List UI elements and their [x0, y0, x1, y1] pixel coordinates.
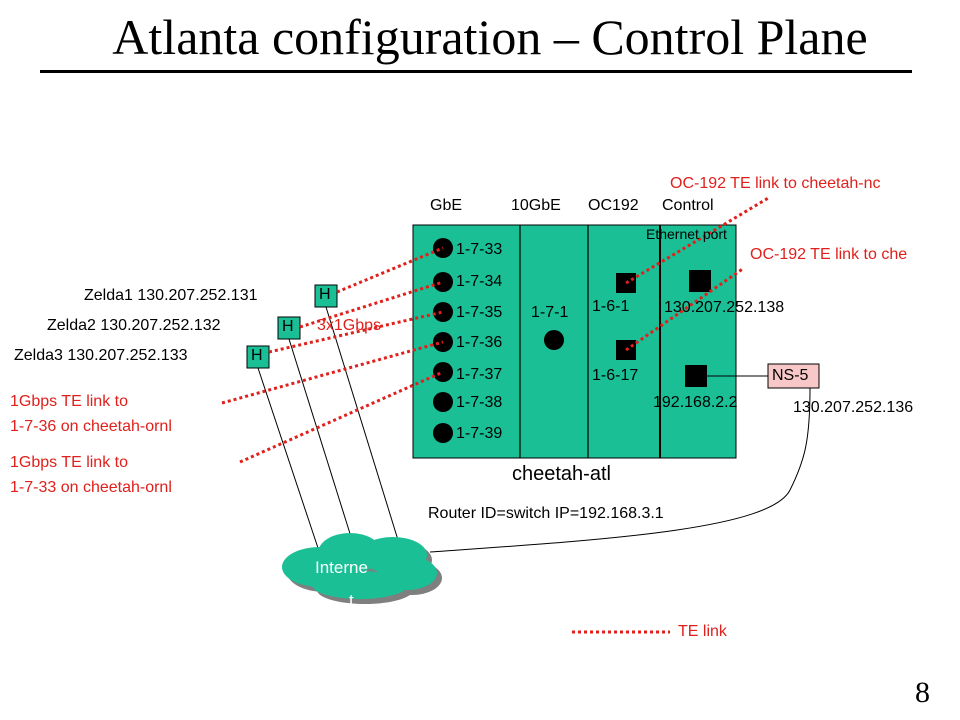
host-internet-line [325, 306, 399, 541]
annotation-te-1736-line2: 1-7-36 on cheetah-ornl [10, 418, 172, 435]
switch-chassis [412, 224, 737, 459]
ns5-box [767, 363, 820, 389]
host-tag: H [282, 318, 294, 335]
switch-body [412, 224, 737, 459]
host-tag: H [251, 347, 263, 364]
te-link [239, 370, 444, 464]
gbe-port-label: 1-7-39 [456, 425, 503, 442]
column-header-10gbe: 10GbE [511, 197, 561, 214]
control-ip-label: 192.168.2.2 [653, 394, 738, 411]
router-id-label: Router ID=switch IP=192.168.3.1 [428, 505, 664, 522]
gbe-port-label: 1-7-38 [456, 394, 503, 411]
host-tag: H [319, 286, 331, 303]
control-ip-label: 130.207.252.138 [664, 299, 785, 316]
annotation-te-1736-line1: 1Gbps TE link to [10, 393, 128, 410]
gbe-port-circle [433, 423, 453, 443]
gbe-port-label: 1-7-33 [456, 241, 503, 258]
control-port-square [689, 270, 711, 292]
internet-label-line1: Interne [315, 558, 368, 577]
column-header-gbe: GbE [430, 197, 463, 214]
host-label: Zelda2 130.207.252.132 [47, 317, 221, 334]
column-header-oc192: OC192 [588, 197, 639, 214]
te-link [299, 280, 444, 329]
te-link [625, 195, 771, 285]
gbe-port-label: 1-7-37 [456, 366, 503, 383]
ns5-ip: 130.207.252.136 [793, 399, 914, 416]
gbe-port-circle [433, 272, 453, 292]
gbe-port-label: 1-7-36 [456, 334, 503, 351]
tengbe-port-circle [544, 330, 564, 350]
annotation-te-1733-line1: 1Gbps TE link to [10, 454, 128, 471]
page-title: Atlanta configuration – Control Plane [112, 9, 868, 65]
column-header-control: Control [662, 197, 714, 214]
title-underline [40, 70, 912, 73]
gbe-port-circle [433, 392, 453, 412]
control-port-square [685, 365, 707, 387]
legend-te-link-label: TE link [678, 623, 727, 640]
oc192-port-label: 1-6-17 [592, 367, 639, 384]
ns5-label: NS-5 [772, 367, 809, 384]
gbe-port-label: 1-7-35 [456, 304, 503, 321]
annotation-te-1733-line2: 1-7-33 on cheetah-ornl [10, 479, 172, 496]
switch-name: cheetah-atl [512, 463, 611, 485]
te-link [336, 246, 444, 294]
annotation-oc192-che: OC-192 TE link to che [750, 246, 908, 263]
page-number: 8 [915, 676, 930, 709]
host-internet-line [257, 367, 319, 549]
internet-cloud: Interne t [282, 533, 442, 610]
gbe-port-circle [433, 302, 453, 322]
te-links [221, 195, 771, 634]
host-label: Zelda3 130.207.252.133 [14, 347, 188, 364]
oc192-port-label: 1-6-1 [592, 298, 630, 315]
annotation-oc192-nc: OC-192 TE link to cheetah-nc [670, 175, 881, 192]
host-label: Zelda1 130.207.252.131 [84, 287, 258, 304]
host-internet-line [288, 338, 353, 541]
te-link [221, 340, 444, 405]
ethernet-port-label: Ethernet port [646, 226, 727, 242]
tengbe-port-label: 1-7-1 [531, 304, 569, 321]
gbe-port-label: 1-7-34 [456, 273, 503, 290]
ns5-internet-line [429, 387, 811, 553]
internet-label-line2: t [349, 591, 354, 610]
bundle-label: 3x1Gbps [317, 317, 382, 334]
